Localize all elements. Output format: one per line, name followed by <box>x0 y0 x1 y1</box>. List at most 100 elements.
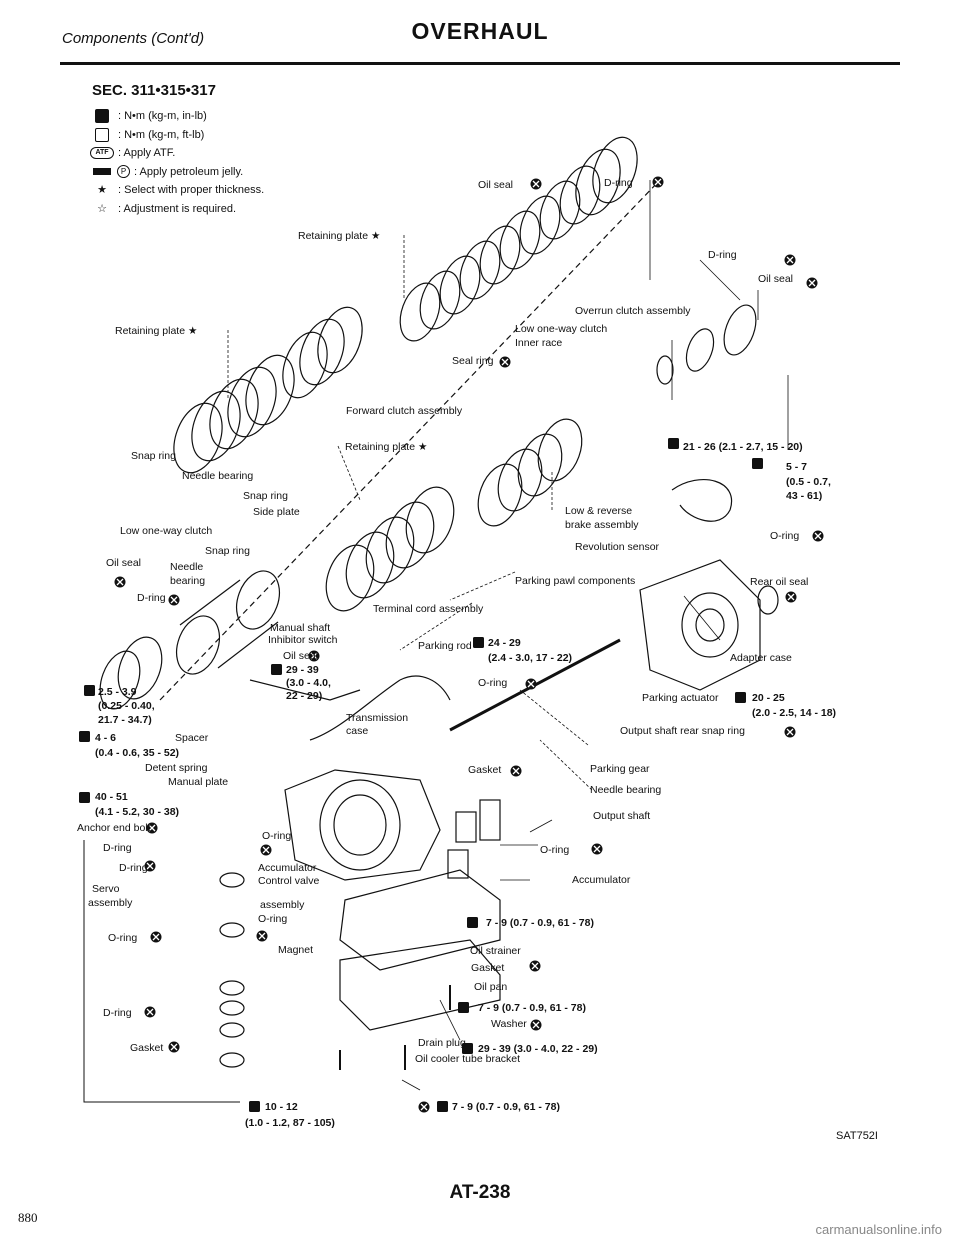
header-rule <box>60 62 900 65</box>
torque-markers <box>79 438 763 1112</box>
figure-code: SAT752I <box>836 1130 878 1142</box>
legend-row: ★ : Select with proper thickness. <box>90 181 264 200</box>
parking-rod-part <box>309 679 401 741</box>
snap-ring-label: Snap ring <box>205 545 250 557</box>
accumulator-parts <box>447 799 501 879</box>
torque-box-filled-icon <box>95 109 109 124</box>
star-outline-icon: ☆ <box>97 202 107 215</box>
star-solid-icon: ★ <box>97 184 107 196</box>
adapter-case-label: Adapter case <box>730 652 792 664</box>
page-number: AT-238 <box>449 1182 511 1203</box>
torque-spec-label: 10 - 12 <box>265 1101 298 1113</box>
retaining-plate-label: Retaining plate ★ <box>115 325 198 337</box>
seal-ring-part <box>656 355 674 385</box>
retaining-plate-label: Retaining plate ★ <box>345 441 428 453</box>
torque-spec-label: (2.4 - 3.0, 17 - 22) <box>488 652 573 664</box>
oil-seal-label: Oil seal <box>758 273 794 285</box>
side-plate-label: Side plate <box>253 506 300 518</box>
control-valve-label: Control valve <box>258 875 320 887</box>
adapter-case-part <box>639 559 761 691</box>
assembly-axis-line <box>159 179 661 701</box>
torque-spec-label: (2.0 - 2.5, 14 - 18) <box>752 707 837 719</box>
torque-spec-label: 21.7 - 34.7) <box>98 714 152 726</box>
p-circle-icon: P <box>117 165 130 179</box>
oil-cooler-bracket-label: Oil cooler tube bracket <box>415 1053 521 1065</box>
torque-spec-label: (0.4 - 0.6, 35 - 52) <box>95 747 180 759</box>
torque-spec-label: 24 - 29 <box>488 637 521 649</box>
o-ring-label: O-ring <box>770 530 800 542</box>
atf-icon: ATF <box>90 147 114 160</box>
servo-label: Servo <box>92 883 120 895</box>
transmission-case-label: case <box>346 725 369 737</box>
revolution-sensor-part <box>671 479 733 522</box>
gasket-label: Gasket <box>468 764 502 776</box>
d-ring-label: D-ring <box>103 842 132 854</box>
d-ring-part <box>723 304 757 356</box>
legend-text: : Apply ATF. <box>118 147 176 159</box>
overrun-clutch-plates <box>399 136 638 342</box>
low-one-way-clutch-label: Low one-way clutch <box>120 525 213 537</box>
inner-race-label: Inner race <box>515 337 563 349</box>
forward-clutch-label: Forward clutch assembly <box>346 405 463 417</box>
low-one-way-clutch-label: Low one-way clutch <box>515 323 608 335</box>
torque-spec-label: 7 - 9 (0.7 - 0.9, 61 - 78) <box>452 1101 560 1113</box>
legend-text: : N•m (kg-m, ft-lb) <box>118 128 205 141</box>
torque-spec-label: 29 - 39 (3.0 - 4.0, 22 - 29) <box>478 1043 598 1055</box>
oil-seal-label: Oil seal <box>106 557 142 569</box>
accumulator-label: Accumulator <box>572 874 631 886</box>
needle-bearing-label: Needle <box>170 561 204 573</box>
anchor-end-bolt-label: Anchor end bolt <box>77 822 151 834</box>
torque-spec-label: 29 - 39 <box>286 664 319 676</box>
legend-row: P : Apply petroleum jelly. <box>90 163 264 182</box>
seal-ring-label: Seal ring <box>452 355 494 367</box>
terminal-cord-label: Terminal cord assembly <box>373 603 484 615</box>
torque-spec-label: 40 - 51 <box>95 791 128 803</box>
low-reverse-brake-label: Low & reverse <box>565 505 633 517</box>
o-ring-label: O-ring <box>258 913 288 925</box>
legend-row: ☆ : Adjustment is required. <box>90 200 264 219</box>
inhibitor-switch-label: Inhibitor switch <box>268 634 338 646</box>
manual-plate-label: Manual plate <box>168 776 229 788</box>
legend-row: : N•m (kg-m, ft-lb) <box>90 126 264 145</box>
d-ring-label: D-ring <box>119 862 148 874</box>
torque-box-icon <box>95 127 109 142</box>
o-ring-label: O-ring <box>540 844 570 856</box>
legend-row: : N•m (kg-m, in-lb) <box>90 107 264 126</box>
oil-pan-part <box>339 939 501 1031</box>
petroleum-jelly-icon <box>93 168 111 176</box>
d-ring-label: D-ring <box>708 249 737 261</box>
control-valve-label: assembly <box>260 899 305 911</box>
transmission-case-part <box>284 769 441 881</box>
low-reverse-brake-plates <box>325 418 583 612</box>
manual-shaft-label: Manual shaft <box>270 622 331 634</box>
spacer-label: Spacer <box>175 732 209 744</box>
d-ring-label: D-ring <box>137 592 166 604</box>
legend-text: : Apply petroleum jelly. <box>134 165 244 178</box>
o-ring-label: O-ring <box>262 830 292 842</box>
watermark: carmanualsonline.info <box>815 1222 942 1237</box>
torque-spec-label: 7 - 9 (0.7 - 0.9, 61 - 78) <box>486 917 594 929</box>
header-subtitle: Components (Cont'd) <box>62 30 205 47</box>
gasket-label: Gasket <box>471 962 505 974</box>
control-valve-part <box>339 869 501 971</box>
retaining-plate-label: Retaining plate ★ <box>298 230 381 242</box>
magnet-label: Magnet <box>278 944 314 956</box>
d-ring-label: D-ring <box>604 177 633 189</box>
o-ring-label: O-ring <box>108 932 138 944</box>
overrun-clutch-label: Overrun clutch assembly <box>575 305 691 317</box>
left-page-number: 880 <box>18 1210 38 1225</box>
replace-markers <box>114 176 824 1113</box>
servo-label: assembly <box>88 897 133 909</box>
oil-pan-label: Oil pan <box>474 981 508 993</box>
torque-spec-label: 43 - 61) <box>786 490 823 502</box>
parking-pawl-label: Parking pawl components <box>515 575 636 587</box>
servo-assembly-parts <box>219 872 245 1068</box>
low-reverse-brake-label: brake assembly <box>565 519 639 531</box>
d-ring-label: D-ring <box>103 1007 132 1019</box>
detent-spring-label: Detent spring <box>145 762 208 774</box>
parking-gear-label: Parking gear <box>590 763 650 775</box>
gasket-label: Gasket <box>130 1042 164 1054</box>
output-shaft-label: Output shaft <box>593 810 651 822</box>
parking-rod-label: Parking rod <box>418 640 472 652</box>
